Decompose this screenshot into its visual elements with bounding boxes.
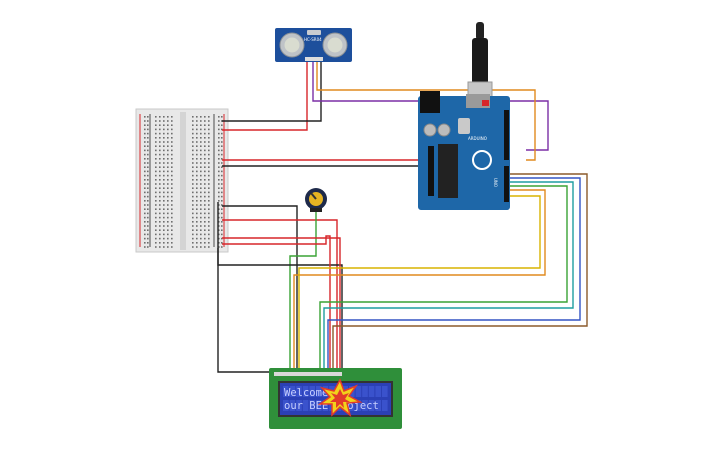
potentiometer[interactable]: [305, 188, 327, 212]
sensor-label: HC-SR04: [304, 37, 322, 42]
wire-brown-lcd-d7: [332, 173, 588, 372]
wire-red-pot: [222, 219, 338, 372]
wire-black-sensor-gnd: [222, 62, 322, 122]
breadboard[interactable]: [135, 108, 229, 253]
wire-blue-lcd-d6: [327, 177, 581, 372]
wire-red-lcd-a: [222, 237, 341, 372]
wire-teal-lcd-d5: [323, 181, 574, 372]
explosion-icon: [317, 378, 363, 417]
breadboard-holes: [144, 116, 223, 248]
wire-orange-sensor-echo: [316, 62, 536, 161]
wire-black-pot: [222, 205, 298, 372]
wire-green-lcd-d4: [319, 185, 568, 372]
arduino-uno[interactable]: UNO ARDUINO: [418, 91, 510, 210]
wire-orange-lcd-rs: [293, 189, 546, 372]
wire-purple-sensor-trig: [312, 62, 549, 151]
wires: [217, 62, 588, 373]
wire-red-lcd-vdd: [222, 235, 331, 372]
arduino-label: UNO: [493, 178, 498, 187]
wire-green-pot-wiper: [289, 212, 317, 372]
ultrasonic-sensor[interactable]: HC-SR04: [275, 28, 352, 62]
wire-red-sensor-vcc: [222, 62, 308, 131]
usb-cable: [467, 22, 493, 105]
wire-yellow-lcd-e: [298, 195, 541, 372]
arduino-brand: ARDUINO: [468, 136, 487, 141]
wire-black-lcd-rw: [217, 248, 343, 372]
